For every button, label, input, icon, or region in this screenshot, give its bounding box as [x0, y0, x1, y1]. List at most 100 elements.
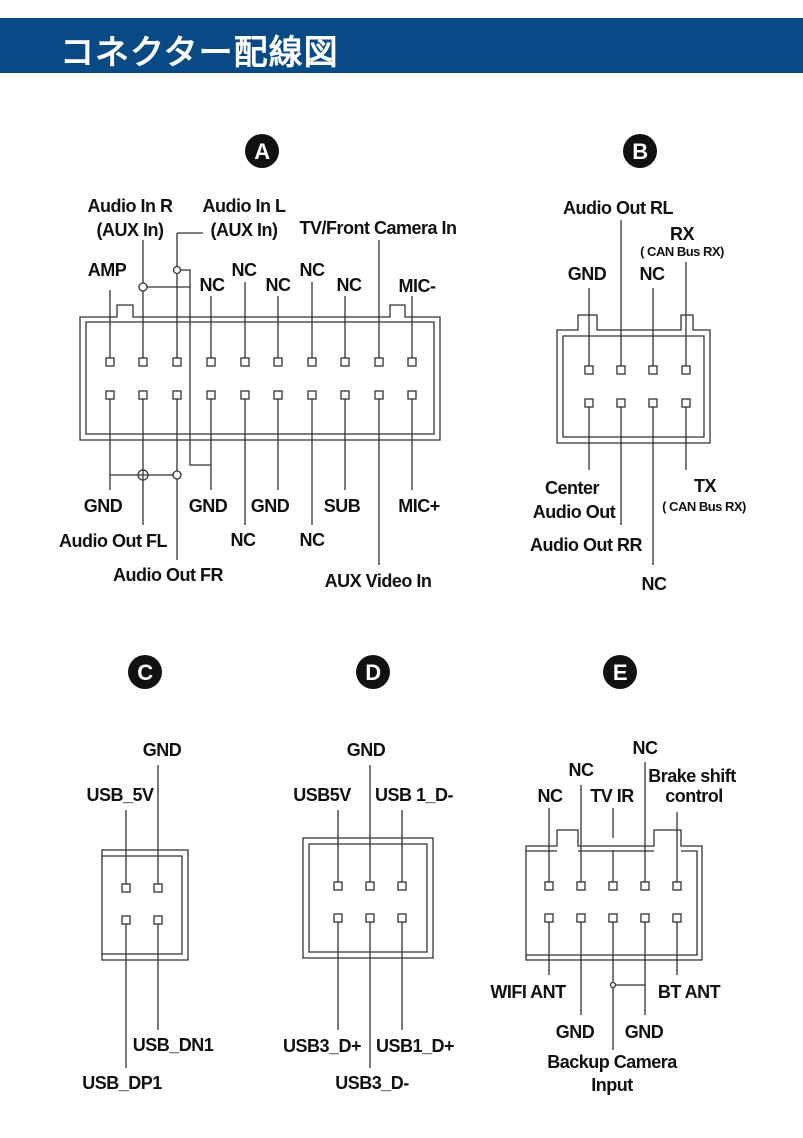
- pin-label: NC: [200, 275, 225, 295]
- connector-a-jumper-wires: [143, 269, 211, 466]
- pin-label: NC: [640, 264, 665, 284]
- badge-e-label: E: [613, 660, 627, 685]
- connector-c-housing: [101, 849, 189, 961]
- pin-terminal: [576, 881, 586, 891]
- pin-label: MIC-: [399, 276, 436, 296]
- pin-terminal: [273, 390, 283, 400]
- pin-label: GND: [251, 496, 290, 516]
- pin-label: (AUX In): [97, 220, 164, 240]
- connector-b-wires: [588, 220, 687, 565]
- pin-terminal: [681, 398, 691, 408]
- pin-label: NC: [232, 260, 257, 280]
- badge-e-icon: [603, 655, 637, 689]
- pin-label: GND: [568, 264, 607, 284]
- pin-terminal: [206, 357, 216, 367]
- badge-b-icon: [623, 134, 657, 168]
- pin-terminal: [307, 390, 317, 400]
- pin-terminal: [616, 398, 626, 408]
- pin-terminal: [640, 913, 650, 923]
- pin-label: control: [665, 786, 723, 806]
- pin-terminal: [153, 883, 163, 893]
- connector-b-housing: [556, 314, 711, 444]
- connector-c-pins: [121, 883, 163, 925]
- pin-label: RX: [670, 224, 694, 244]
- pin-label: GND: [556, 1022, 595, 1042]
- pin-terminal: [374, 390, 384, 400]
- pin-label: Input: [591, 1075, 633, 1095]
- connector-a-top-wires: [109, 232, 413, 358]
- connector-e-pins: [544, 881, 682, 923]
- badge-c-label: C: [137, 660, 153, 685]
- pin-label: Audio Out: [533, 502, 616, 522]
- pin-terminal: [608, 881, 618, 891]
- pin-terminal: [584, 398, 594, 408]
- pin-terminal: [340, 390, 350, 400]
- pin-label: Audio Out FL: [59, 531, 167, 551]
- connector-a: A AMP Audio In R (AUX In) Audio In L (AU…: [59, 134, 457, 591]
- pin-label: NC: [642, 574, 667, 594]
- pin-label: GND: [625, 1022, 664, 1042]
- pin-terminal: [105, 357, 115, 367]
- pin-terminal: [172, 357, 182, 367]
- pin-terminal: [138, 390, 148, 400]
- junction-icon: [172, 470, 182, 480]
- pin-terminal: [333, 881, 343, 891]
- badge-c-icon: [128, 655, 162, 689]
- pin-label: Backup Camera: [547, 1052, 678, 1072]
- pin-label: NC: [266, 275, 291, 295]
- pin-label: Audio In R: [88, 196, 173, 216]
- pin-terminal: [121, 915, 131, 925]
- pin-label: NC: [538, 786, 563, 806]
- pin-terminal: [640, 881, 650, 891]
- pin-terminal: [138, 357, 148, 367]
- pin-label: TV IR: [590, 786, 634, 806]
- pin-terminal: [681, 365, 691, 375]
- pin-label: USB5V: [293, 785, 351, 805]
- page-title: コネクター配線図: [60, 33, 339, 73]
- junction-icon: [138, 282, 148, 292]
- pin-terminal: [397, 913, 407, 923]
- pin-label: AUX Video In: [325, 571, 432, 591]
- pin-label: Audio In L: [203, 196, 286, 216]
- pin-terminal: [672, 881, 682, 891]
- pin-terminal: [374, 357, 384, 367]
- pin-label: GND: [189, 496, 228, 516]
- junction-cross: [138, 470, 148, 480]
- pin-terminal: [648, 365, 658, 375]
- connector-c: C USB_5V GND USB_DN1 USB_DP1: [82, 655, 214, 1093]
- pin-terminal: [340, 357, 350, 367]
- connector-d: D USB5V GND USB 1_D- USB3_D+ USB1_D+ USB…: [283, 655, 455, 1093]
- pin-terminal: [121, 883, 131, 893]
- connector-c-wires: [125, 765, 159, 1068]
- pin-label: USB_5V: [86, 785, 154, 805]
- connector-b-pins: [584, 365, 691, 408]
- pin-label: NC: [633, 738, 658, 758]
- pin-label: Center: [545, 478, 600, 498]
- pin-label: GND: [143, 740, 182, 760]
- pin-terminal: [397, 881, 407, 891]
- pin-label: GND: [347, 740, 386, 760]
- pin-label: SUB: [324, 496, 361, 516]
- pin-label: USB_DN1: [133, 1035, 214, 1055]
- badge-d-label: D: [365, 660, 380, 685]
- junction-icon: [172, 265, 182, 275]
- pin-terminal: [365, 881, 375, 891]
- pin-label: WIFI ANT: [490, 982, 566, 1002]
- pin-terminal: [240, 390, 250, 400]
- pin-terminal: [206, 390, 216, 400]
- connector-d-housing: [302, 837, 434, 959]
- junction-icon: [609, 981, 617, 989]
- pin-terminal: [608, 913, 618, 923]
- pin-label: Audio Out FR: [113, 565, 223, 585]
- pin-label: NC: [300, 260, 325, 280]
- pin-label: NC: [569, 760, 594, 780]
- pin-label: NC: [231, 530, 256, 550]
- pin-note: ( CAN Bus RX): [640, 244, 724, 259]
- badge-d-icon: [356, 655, 390, 689]
- pin-note: ( CAN Bus RX): [662, 499, 746, 514]
- pin-label: Audio Out RL: [563, 198, 673, 218]
- pin-terminal: [584, 365, 594, 375]
- pin-label: GND: [84, 496, 123, 516]
- pin-label: USB 1_D-: [375, 785, 454, 805]
